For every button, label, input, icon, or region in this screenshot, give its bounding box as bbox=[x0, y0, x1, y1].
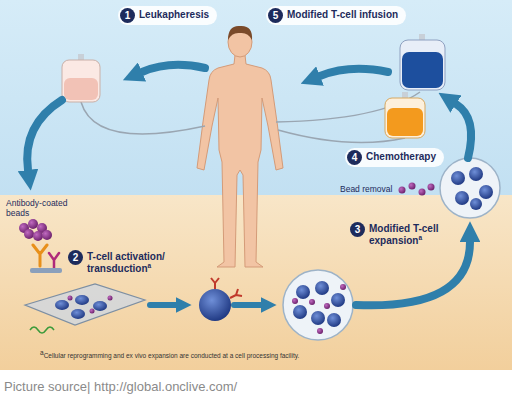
step-number: 5 bbox=[268, 8, 283, 23]
expansion-culture-part bbox=[315, 281, 329, 295]
removed-beads bbox=[399, 183, 435, 196]
antibody-beads-part bbox=[28, 219, 38, 229]
purified-cells-part bbox=[455, 191, 469, 205]
footnote-text: Cellular reprogramming and ex vivo expan… bbox=[44, 352, 300, 359]
antibody-beads-part bbox=[33, 231, 43, 241]
purified-cells-part bbox=[479, 185, 493, 199]
step-number: 3 bbox=[350, 222, 365, 237]
purified-cells-part bbox=[440, 158, 500, 218]
expansion-culture-part bbox=[311, 311, 325, 325]
step-label: 5 Modified T-cell infusion bbox=[266, 6, 406, 25]
expansion-culture-part bbox=[283, 270, 353, 340]
removed-beads-part bbox=[399, 187, 406, 194]
process-arrows-part bbox=[142, 65, 205, 72]
antibody-beads-part bbox=[30, 268, 62, 273]
culture-flask-part bbox=[25, 284, 145, 325]
culture-flask-part bbox=[68, 296, 73, 301]
antibody-beads bbox=[19, 219, 62, 273]
removed-beads-part bbox=[409, 183, 416, 190]
step-label: 3 Modified T-cell expansiona bbox=[350, 222, 461, 247]
modified-t-cell-part bbox=[211, 278, 219, 289]
culture-flask-part bbox=[30, 327, 54, 333]
expansion-culture-part bbox=[331, 293, 345, 307]
removed-beads-part bbox=[419, 189, 426, 196]
footnote-mark: a bbox=[40, 349, 44, 356]
expansion-culture-part bbox=[293, 305, 307, 319]
collection-bag-part bbox=[64, 78, 98, 100]
purified-cells bbox=[440, 158, 500, 218]
footnote: aCellular reprogramming and ex vivo expa… bbox=[40, 352, 299, 359]
picture-caption: Picture source| http://global.onclive.co… bbox=[4, 379, 237, 394]
removed-beads-part bbox=[428, 184, 435, 191]
process-arrows-part bbox=[320, 69, 388, 76]
process-arrows-part bbox=[234, 302, 261, 308]
step-number: 4 bbox=[347, 150, 362, 165]
callout-label: Antibody-coated beads bbox=[6, 198, 84, 218]
expansion-culture bbox=[283, 270, 353, 340]
culture-flask-part bbox=[90, 309, 95, 314]
process-arrows-part bbox=[456, 104, 471, 158]
patient-figure bbox=[197, 26, 283, 267]
step-label: 2 T-cell activation/ transductiona bbox=[68, 250, 187, 275]
footnote-mark: a bbox=[418, 234, 422, 241]
culture-flask-part bbox=[93, 301, 107, 311]
step-label: 4 Chemotherapy bbox=[345, 148, 444, 167]
process-arrows bbox=[27, 65, 471, 306]
expansion-culture-part bbox=[317, 328, 323, 334]
footnote-mark: a bbox=[148, 262, 152, 269]
step-title: Leukapheresis bbox=[139, 9, 209, 20]
purified-cells-part bbox=[451, 171, 465, 185]
step-title: Chemotherapy bbox=[366, 151, 436, 162]
infusion-bag-blue-part bbox=[400, 40, 445, 90]
modified-t-cell bbox=[199, 278, 242, 321]
expansion-culture-part bbox=[340, 284, 346, 290]
callout-label: Bead removal bbox=[340, 184, 392, 194]
step-text-block: T-cell activation/ transductiona bbox=[87, 250, 187, 275]
expansion-culture-part bbox=[309, 299, 315, 305]
collection-bag bbox=[62, 54, 100, 102]
step-title: Modified T-cell infusion bbox=[287, 9, 398, 20]
step-title: T-cell activation/ transduction bbox=[87, 251, 165, 274]
purified-cells-part bbox=[470, 198, 482, 210]
infusion-bag-orange-part bbox=[385, 98, 425, 138]
infusion-bag-orange bbox=[385, 92, 425, 138]
expansion-culture-part bbox=[327, 313, 341, 327]
antibody-beads-part bbox=[33, 245, 47, 266]
tubing-part bbox=[81, 102, 205, 134]
patient-figure-part bbox=[197, 55, 283, 267]
step-text-block: Modified T-cell infusion bbox=[287, 8, 398, 21]
modified-t-cell-part bbox=[199, 289, 231, 321]
step-text-block: Chemotherapy bbox=[366, 150, 436, 163]
infusion-bag-blue-part bbox=[402, 52, 443, 88]
step-number: 2 bbox=[68, 250, 83, 265]
culture-flask-part bbox=[75, 295, 89, 305]
step-title: Modified T-cell expansion bbox=[369, 223, 438, 246]
antibody-beads-part bbox=[49, 253, 59, 270]
process-arrows-part bbox=[27, 100, 62, 170]
process-arrows-part bbox=[356, 242, 470, 305]
collection-bag-part bbox=[62, 60, 100, 102]
antibody-beads-part bbox=[42, 230, 52, 240]
expansion-culture-part bbox=[296, 285, 310, 299]
process-arrows-part bbox=[150, 302, 176, 308]
culture-flask bbox=[25, 284, 145, 333]
infusion-bag-orange-part bbox=[387, 108, 423, 136]
step-number: 1 bbox=[120, 8, 135, 23]
expansion-culture-part bbox=[324, 303, 330, 309]
culture-flask-part bbox=[71, 309, 85, 319]
tubing bbox=[81, 92, 420, 143]
antibody-beads-part bbox=[24, 229, 34, 239]
infusion-bag-blue bbox=[400, 34, 445, 90]
culture-flask-part bbox=[55, 300, 69, 310]
step-label: 1 Leukapheresis bbox=[118, 6, 217, 25]
purified-cells-part bbox=[469, 167, 483, 181]
patient-figure-part bbox=[228, 26, 252, 40]
expansion-culture-part bbox=[292, 298, 298, 304]
step-text-block: Leukapheresis bbox=[139, 8, 209, 21]
modified-t-cell-part bbox=[230, 289, 242, 298]
step-text-block: Modified T-cell expansiona bbox=[369, 222, 461, 247]
culture-flask-part bbox=[108, 296, 113, 301]
